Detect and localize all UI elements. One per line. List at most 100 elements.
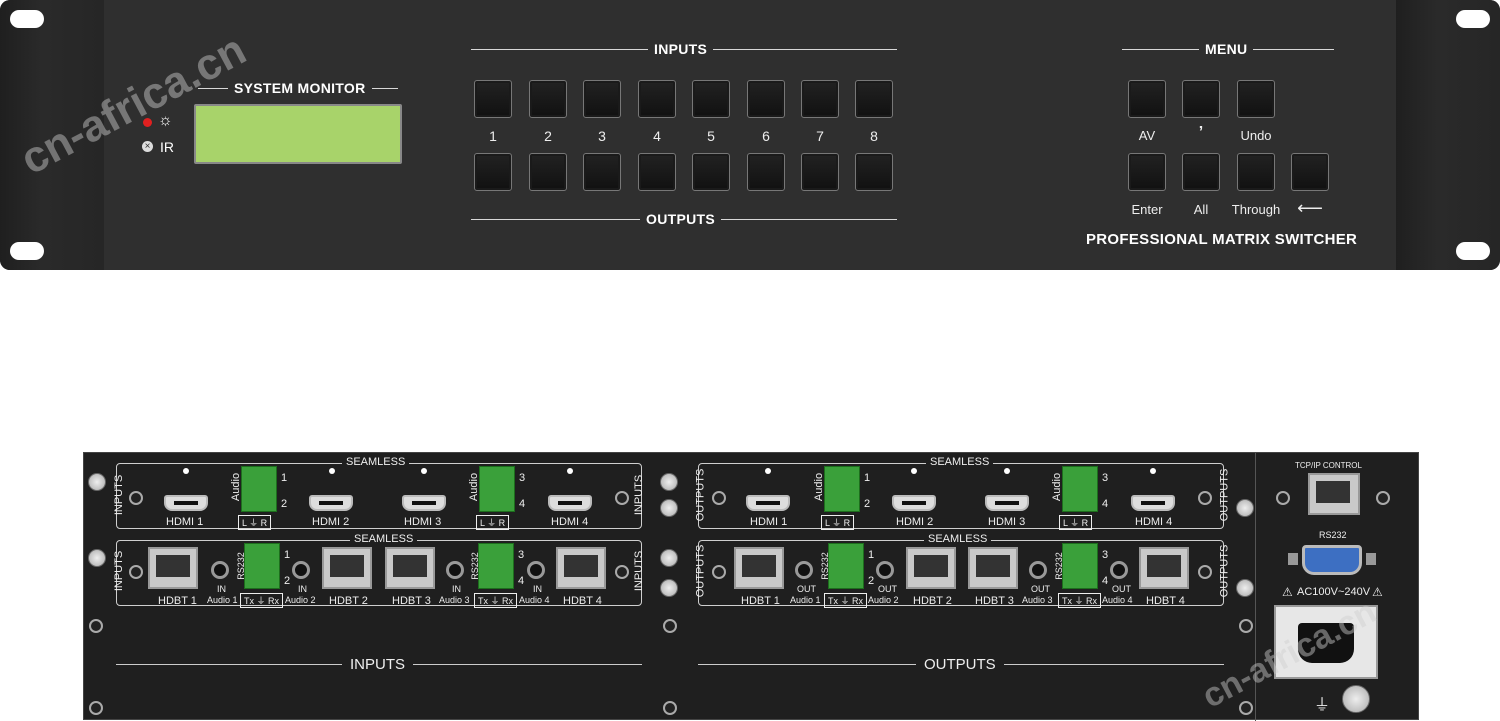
input-button-7[interactable] xyxy=(801,80,839,118)
txrx-label: Tx ⏚ Rx xyxy=(1058,593,1101,608)
hdmi-port[interactable] xyxy=(548,495,592,511)
rs232-terminal-block[interactable] xyxy=(828,543,864,589)
audio-jack[interactable] xyxy=(876,561,894,579)
audio-jack[interactable] xyxy=(795,561,813,579)
status-led xyxy=(911,468,917,474)
rs232-db9-port[interactable] xyxy=(1302,545,1362,575)
input-button-1[interactable] xyxy=(474,80,512,118)
thumb-screw[interactable] xyxy=(660,499,678,517)
thumb-screw[interactable] xyxy=(1236,579,1254,597)
channel-num: 3 xyxy=(519,472,526,484)
hdbt-port[interactable] xyxy=(322,547,372,589)
audio-jack[interactable] xyxy=(1029,561,1047,579)
audio-jack[interactable] xyxy=(211,561,229,579)
channel-num: 2 xyxy=(868,575,875,587)
output-button-8[interactable] xyxy=(855,153,893,191)
output-button-1[interactable] xyxy=(474,153,512,191)
undo-button[interactable] xyxy=(1237,80,1275,118)
enter-button[interactable] xyxy=(1128,153,1166,191)
backspace-button[interactable] xyxy=(1291,153,1329,191)
audio-jack[interactable] xyxy=(1110,561,1128,579)
channel-num: 1 xyxy=(864,472,871,484)
rs232-terminal-block[interactable] xyxy=(1062,543,1098,589)
hdmi-port[interactable] xyxy=(402,495,446,511)
output-button-4[interactable] xyxy=(638,153,676,191)
hdbt-label: HDBT 4 xyxy=(563,595,602,607)
rs232-terminal-block[interactable] xyxy=(478,543,514,589)
thumb-screw[interactable] xyxy=(660,473,678,491)
output-button-3[interactable] xyxy=(583,153,621,191)
channel-num: 4 xyxy=(518,575,525,587)
ac-power-inlet[interactable] xyxy=(1274,605,1378,679)
input-button-8[interactable] xyxy=(855,80,893,118)
hdbt-port[interactable] xyxy=(968,547,1018,589)
hdbt-port[interactable] xyxy=(556,547,606,589)
comma-label: ’ xyxy=(1198,124,1204,141)
output-button-2[interactable] xyxy=(529,153,567,191)
tcpip-label: TCP/IP CONTROL xyxy=(1295,461,1362,470)
hdbt-port[interactable] xyxy=(734,547,784,589)
thumb-screw[interactable] xyxy=(660,549,678,567)
input-button-3[interactable] xyxy=(583,80,621,118)
panel-screw xyxy=(129,565,143,579)
status-led xyxy=(329,468,335,474)
ground-screw[interactable] xyxy=(1342,685,1370,713)
status-led xyxy=(1150,468,1156,474)
audio-terminal-block[interactable] xyxy=(824,466,860,512)
ethernet-port[interactable] xyxy=(1308,473,1360,515)
system-monitor-label: SYSTEM MONITOR xyxy=(228,80,372,96)
outputs-vertical-label: OUTPUTS xyxy=(1218,544,1231,598)
hdmi-port[interactable] xyxy=(1131,495,1175,511)
hdmi-port[interactable] xyxy=(746,495,790,511)
outputs-vertical-label: OUTPUTS xyxy=(694,468,707,522)
audio-terminal-block[interactable] xyxy=(1062,466,1098,512)
audio-port-label: Audio 1 xyxy=(207,595,238,605)
hdbt-port[interactable] xyxy=(148,547,198,589)
thumb-screw[interactable] xyxy=(88,549,106,567)
hdbt-label: HDBT 1 xyxy=(741,595,780,607)
channel-num: 1 xyxy=(868,549,875,561)
hdmi-port[interactable] xyxy=(164,495,208,511)
input-button-5[interactable] xyxy=(692,80,730,118)
audio-jack[interactable] xyxy=(292,561,310,579)
thumb-screw[interactable] xyxy=(88,473,106,491)
out-label: OUT xyxy=(878,584,897,594)
channel-num: 1 xyxy=(281,472,288,484)
thumb-screw[interactable] xyxy=(660,579,678,597)
panel-screw xyxy=(1376,491,1390,505)
menu-title: MENU xyxy=(1199,41,1254,57)
audio-label: Audio xyxy=(468,472,481,502)
audio-jack[interactable] xyxy=(527,561,545,579)
comma-button[interactable] xyxy=(1182,80,1220,118)
hex-nut xyxy=(1288,553,1298,565)
output-button-7[interactable] xyxy=(801,153,839,191)
rs232-vertical-label: RS232 xyxy=(235,552,246,580)
channel-num: 4 xyxy=(1102,498,1109,510)
hdmi-port[interactable] xyxy=(309,495,353,511)
panel-screw xyxy=(1198,565,1212,579)
thumb-screw[interactable] xyxy=(1236,499,1254,517)
input-button-2[interactable] xyxy=(529,80,567,118)
output-button-6[interactable] xyxy=(747,153,785,191)
channel-num: 3 xyxy=(1102,472,1109,484)
hdbt-port[interactable] xyxy=(1139,547,1189,589)
input-button-6[interactable] xyxy=(747,80,785,118)
all-button[interactable] xyxy=(1182,153,1220,191)
input-button-4[interactable] xyxy=(638,80,676,118)
out-label: OUT xyxy=(1112,584,1131,594)
audio-label: Audio xyxy=(230,472,243,502)
hdmi-port[interactable] xyxy=(985,495,1029,511)
hdmi-port[interactable] xyxy=(892,495,936,511)
through-button[interactable] xyxy=(1237,153,1275,191)
audio-jack[interactable] xyxy=(446,561,464,579)
hdbt-port[interactable] xyxy=(385,547,435,589)
rs232-terminal-block[interactable] xyxy=(244,543,280,589)
panel-screw xyxy=(89,701,103,715)
brand-label: PROFESSIONAL MATRIX SWITCHER xyxy=(1086,231,1358,248)
audio-terminal-block[interactable] xyxy=(479,466,515,512)
output-button-5[interactable] xyxy=(692,153,730,191)
av-button[interactable] xyxy=(1128,80,1166,118)
audio-terminal-block[interactable] xyxy=(241,466,277,512)
hdbt-port[interactable] xyxy=(906,547,956,589)
